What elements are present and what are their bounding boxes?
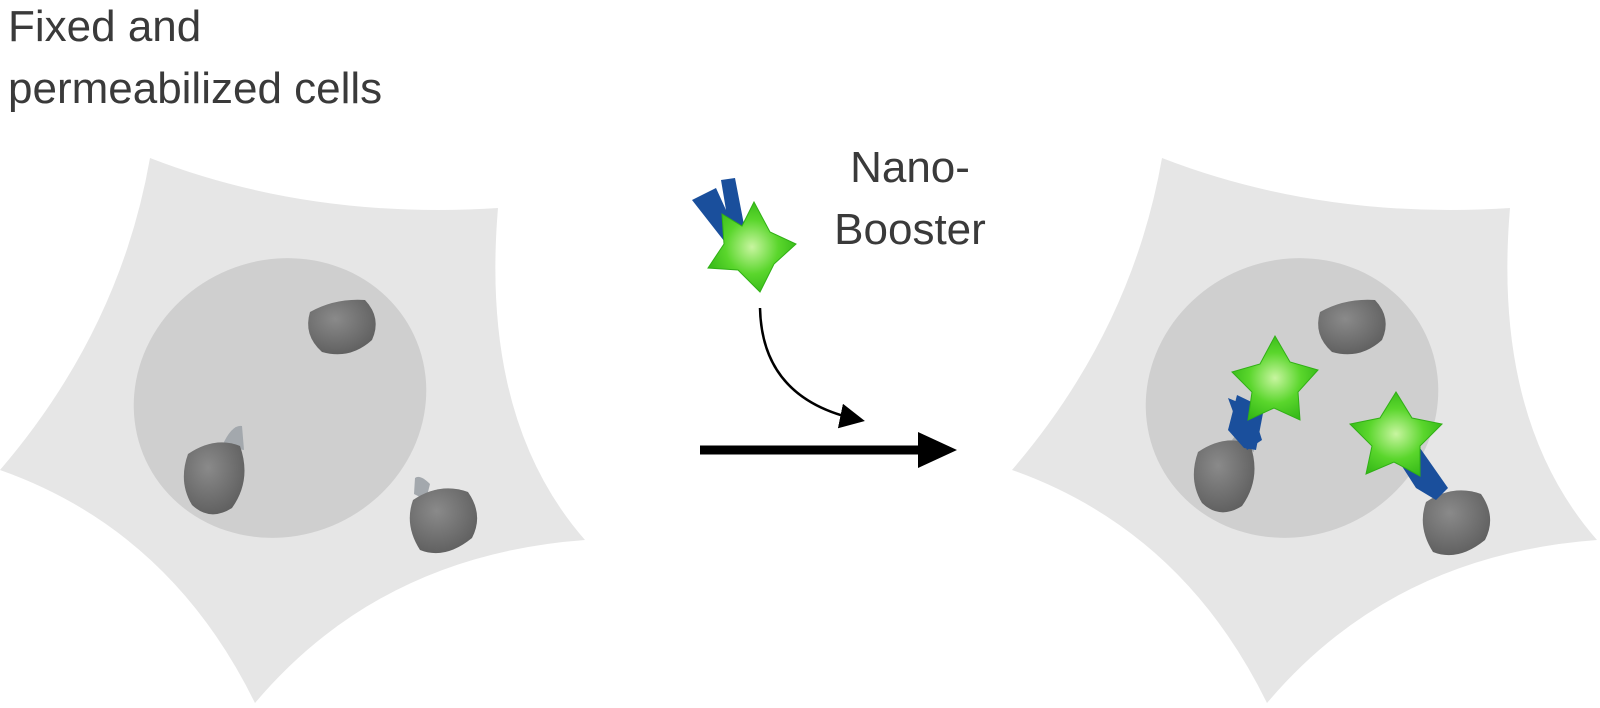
cell-after	[1012, 158, 1597, 703]
target-protein-untagged-after	[1318, 299, 1386, 355]
target-protein-tagged-2	[409, 488, 478, 554]
fluorophore-star-icon	[707, 200, 797, 293]
sample-label: Fixed and permeabilized cells	[8, 0, 382, 120]
curved-arrow	[758, 307, 865, 429]
target-protein-bound-1	[1193, 440, 1255, 513]
sample-label-line1: Fixed and	[8, 2, 202, 51]
fluorophore-bound-1-star-icon	[1231, 334, 1319, 421]
process-arrow	[700, 432, 957, 468]
cell-before	[0, 158, 585, 703]
reagent-label-line1: Nano-	[850, 143, 970, 192]
nanobooster-icon	[692, 178, 797, 293]
target-protein-untagged	[308, 299, 376, 355]
sample-label-line2: permeabilized cells	[8, 64, 383, 113]
fluorophore-bound-2-star-icon	[1348, 391, 1444, 477]
reagent-label-line2: Booster	[834, 205, 986, 254]
target-protein-bound-2	[1422, 490, 1491, 556]
reagent-label: Nano- Booster	[810, 137, 1010, 261]
target-protein-tagged-1	[183, 442, 245, 515]
